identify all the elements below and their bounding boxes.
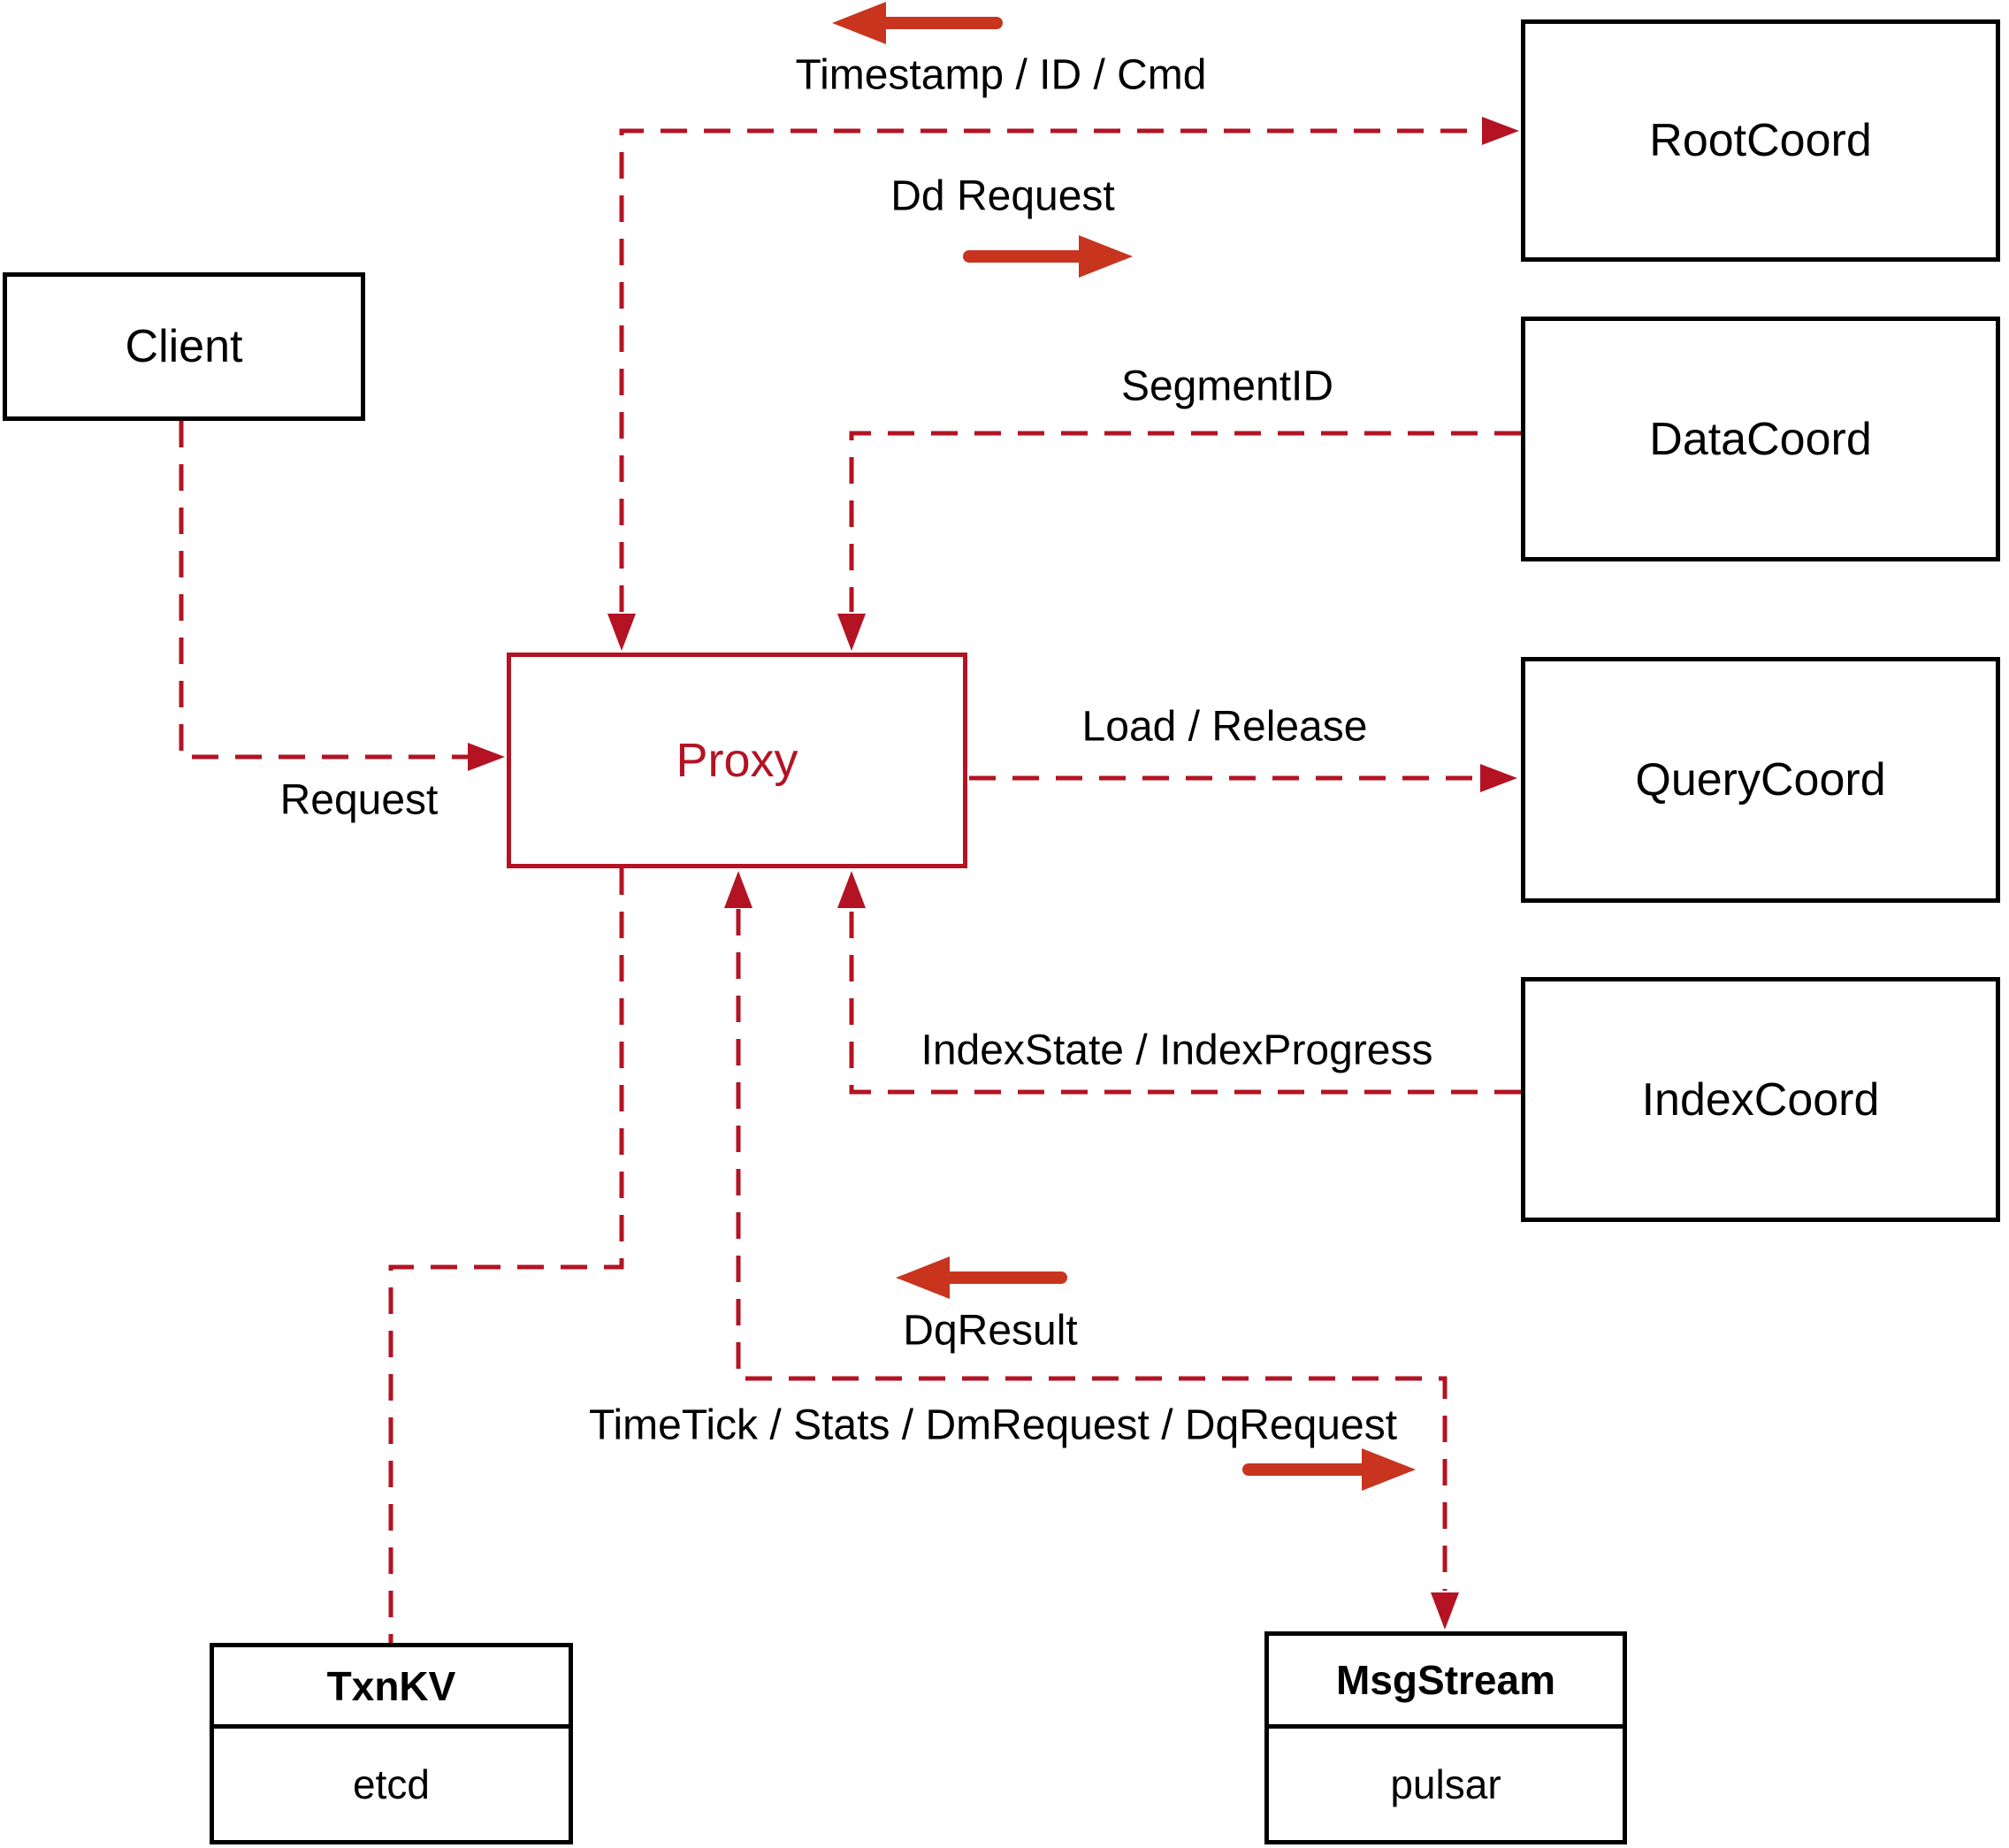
edge-proxy-rootcoord <box>619 128 1480 612</box>
dd-request-forward-arrowhead-icon <box>1079 235 1133 278</box>
node-txnkv-title: TxnKV <box>326 1662 456 1709</box>
node-msgstream: MsgStream pulsar <box>1264 1631 1627 1844</box>
edge-proxy-msgstream <box>736 909 1448 1591</box>
edge-client-proxy <box>179 421 471 760</box>
node-indexcoord-label: IndexCoord <box>1641 1073 1880 1126</box>
node-proxy-label: Proxy <box>676 734 798 787</box>
edge-proxy-txnkv <box>388 868 624 1643</box>
node-txnkv-impl-row: etcd <box>214 1729 569 1840</box>
arrowhead-into-querycoord-icon <box>1480 764 1517 792</box>
node-msgstream-header: MsgStream <box>1269 1636 1623 1729</box>
arrowhead-into-msgstream-icon <box>1431 1592 1459 1630</box>
node-txnkv-impl: etcd <box>353 1761 430 1807</box>
edge-datacoord-proxy <box>849 431 1521 612</box>
edge-label-dqresult: DqResult <box>903 1307 1078 1355</box>
node-client: Client <box>3 272 365 421</box>
arrowhead-into-proxy-top-right-icon <box>837 614 866 651</box>
arrowhead-into-proxy-bottom-left-icon <box>724 871 752 908</box>
node-msgstream-impl-row: pulsar <box>1269 1729 1623 1840</box>
edge-label-timestamp-id-cmd: Timestamp / ID / Cmd <box>795 51 1207 99</box>
timestamp-return-arrowhead-icon <box>832 2 886 44</box>
arrowhead-into-rootcoord-icon <box>1482 117 1519 145</box>
arrowhead-into-proxy-bottom-right-icon <box>837 871 866 908</box>
node-client-label: Client <box>125 321 243 372</box>
node-proxy: Proxy <box>507 653 967 868</box>
arrowhead-into-proxy-top-left-icon <box>607 614 636 651</box>
edge-label-segmentid: SegmentID <box>1120 363 1334 410</box>
node-rootcoord: RootCoord <box>1521 19 2000 262</box>
arrowhead-into-proxy-left-icon <box>468 743 505 771</box>
node-txnkv-header: TxnKV <box>214 1647 569 1729</box>
timetick-forward-arrowhead-icon <box>1362 1448 1416 1491</box>
edge-label-request: Request <box>279 776 439 824</box>
edge-label-timetick-stats: TimeTick / Stats / DmRequest / DqRequest <box>588 1401 1398 1449</box>
edge-label-indexstate-indexprogress: IndexState / IndexProgress <box>920 1027 1433 1074</box>
dqresult-return-arrowhead-icon <box>896 1256 950 1299</box>
node-txnkv: TxnKV etcd <box>210 1643 573 1844</box>
node-querycoord: QueryCoord <box>1521 657 2000 903</box>
node-datacoord: DataCoord <box>1521 317 2000 561</box>
node-indexcoord: IndexCoord <box>1521 977 2000 1222</box>
edge-label-dd-request: Dd Request <box>890 172 1115 220</box>
node-msgstream-impl: pulsar <box>1390 1761 1501 1807</box>
node-msgstream-title: MsgStream <box>1336 1657 1555 1703</box>
node-querycoord-label: QueryCoord <box>1635 754 1886 806</box>
edge-indexcoord-proxy <box>849 909 1521 1095</box>
node-rootcoord-label: RootCoord <box>1649 115 1872 166</box>
edge-label-load-release: Load / Release <box>1081 703 1368 751</box>
node-datacoord-label: DataCoord <box>1649 413 1872 465</box>
